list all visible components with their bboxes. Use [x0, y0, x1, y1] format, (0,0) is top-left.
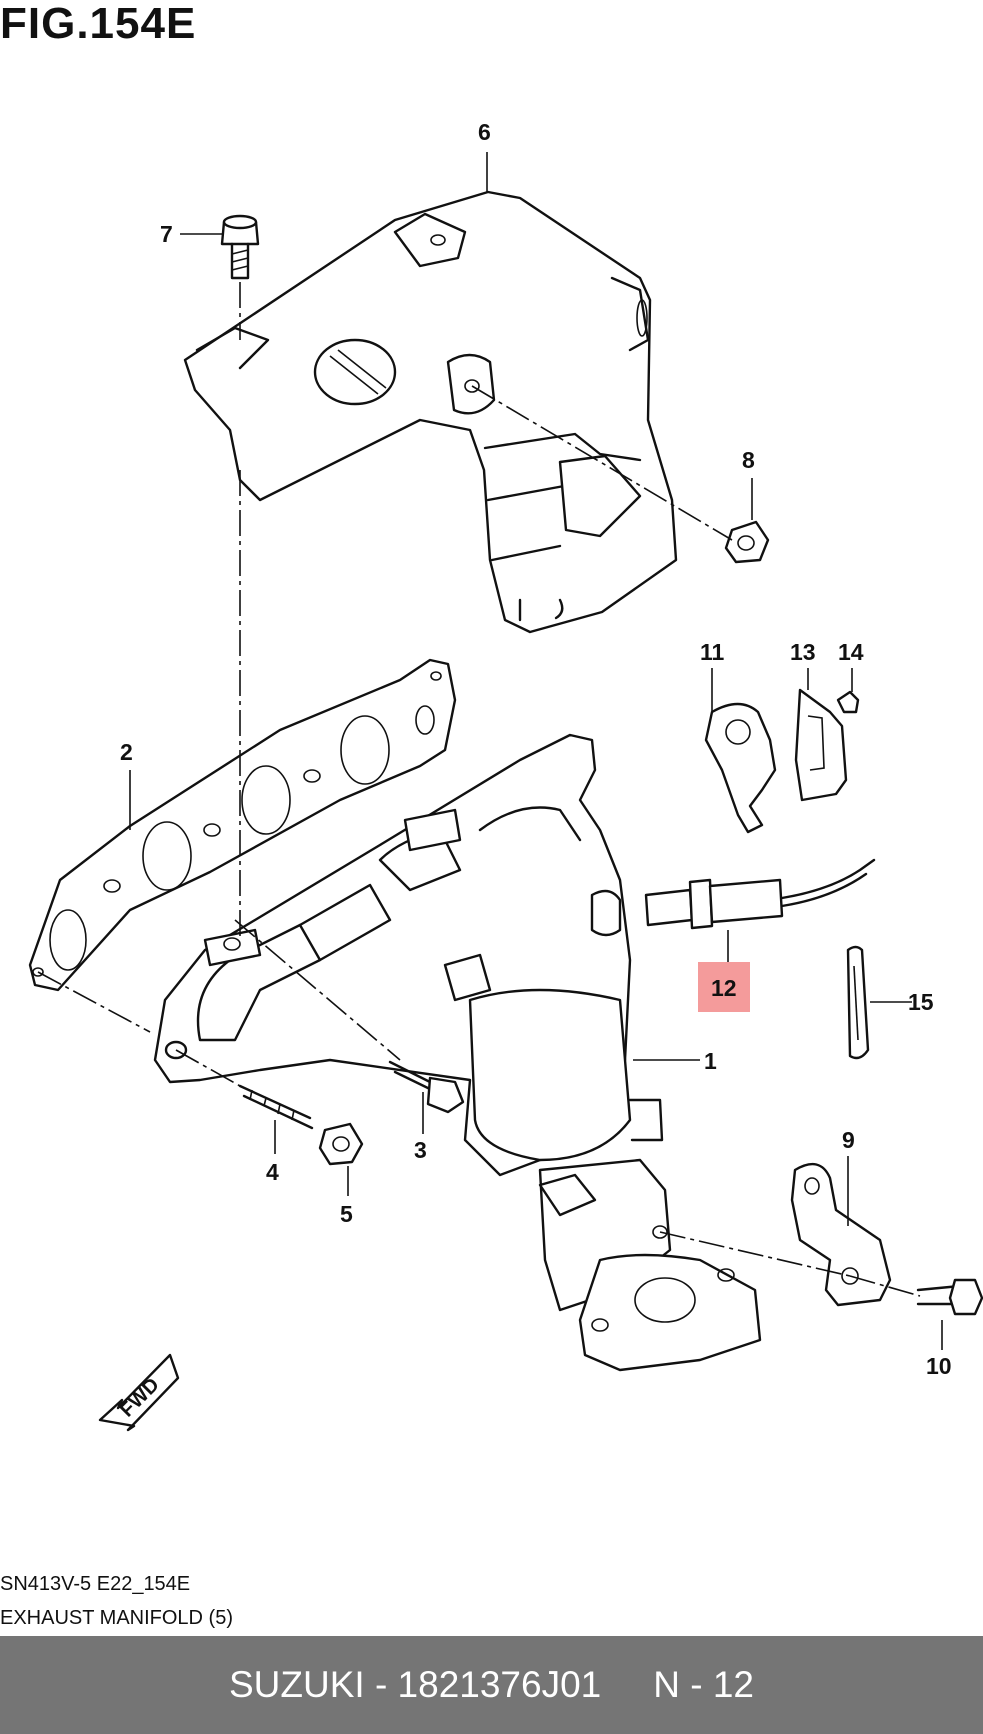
heat-shield-part[interactable] — [183, 190, 678, 634]
footer-bar: SUZUKI - 1821376J01 N - 12 — [0, 1636, 983, 1734]
callout-1[interactable]: 1 — [704, 1048, 717, 1074]
bracket-part-13[interactable] — [794, 688, 848, 802]
callout-15[interactable]: 15 — [908, 989, 934, 1015]
callout-9[interactable]: 9 — [842, 1127, 855, 1153]
callout-7[interactable]: 7 — [160, 221, 173, 247]
part-12-highlight — [698, 962, 750, 1012]
nut-part-5[interactable] — [318, 1122, 364, 1166]
callout-2[interactable]: 2 — [120, 739, 133, 765]
figure-title: FIG.154E — [0, 0, 197, 48]
clip-part-15[interactable] — [846, 945, 870, 1060]
leader-lines — [129, 152, 943, 1350]
callout-10[interactable]: 10 — [926, 1353, 952, 1379]
figure-name: EXHAUST MANIFOLD (5) — [0, 1607, 233, 1629]
gasket-part-2[interactable] — [28, 658, 457, 992]
bolt-part-14[interactable] — [836, 690, 860, 714]
bracket-part-11[interactable] — [704, 702, 777, 834]
bolt-part-3[interactable] — [388, 1060, 465, 1114]
footer-position: N - 12 — [653, 1664, 755, 1705]
assembly-lines — [37, 282, 921, 1297]
callout-13[interactable]: 13 — [790, 639, 816, 665]
fwd-arrow-icon: FWD — [98, 1353, 180, 1432]
callout-11[interactable]: 11 — [700, 639, 725, 665]
callout-8[interactable]: 8 — [742, 447, 755, 473]
figure-code: SN413V-5 E22_154E — [0, 1573, 191, 1595]
oxygen-sensor-part-12[interactable] — [644, 858, 876, 930]
exhaust-manifold-part-1[interactable] — [153, 733, 762, 1372]
callout-3[interactable]: 3 — [414, 1137, 427, 1163]
bracket-part-9[interactable] — [790, 1162, 892, 1307]
callout-6[interactable]: 6 — [478, 119, 491, 145]
callout-labels[interactable]: 6 7 8 11 13 14 2 12 15 1 9 3 4 5 10 — [120, 119, 952, 1379]
footer-part-ref: SUZUKI - 1821376J01 — [228, 1664, 602, 1705]
nut-part-8[interactable] — [724, 520, 770, 564]
callout-5[interactable]: 5 — [340, 1201, 353, 1227]
callout-4[interactable]: 4 — [266, 1159, 279, 1185]
bolt-part-7[interactable] — [220, 214, 260, 280]
stud-part-4[interactable] — [238, 1084, 314, 1130]
callout-12[interactable]: 12 — [711, 975, 737, 1001]
callout-14[interactable]: 14 — [838, 639, 864, 665]
bolt-part-10[interactable] — [916, 1278, 983, 1316]
